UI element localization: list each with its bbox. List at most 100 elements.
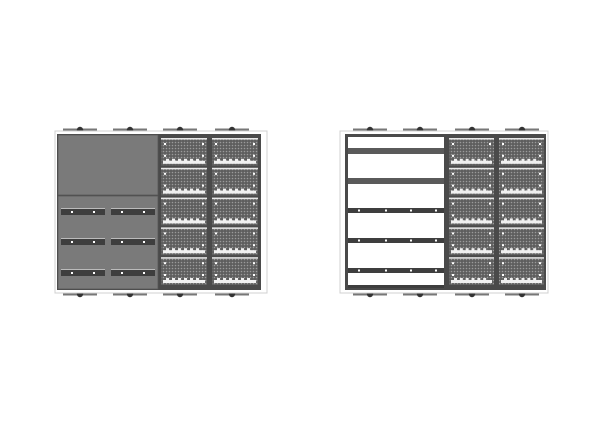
terminal-icon xyxy=(521,218,525,222)
rail-body xyxy=(111,209,155,215)
terminal-icon xyxy=(235,218,238,222)
module-top-edge xyxy=(212,227,258,229)
terminal-icon xyxy=(172,158,175,162)
terminal-icon xyxy=(190,218,193,222)
terminal-icon xyxy=(459,278,463,281)
terminal-icon xyxy=(172,248,175,252)
terminal-icon xyxy=(504,218,507,222)
terminal-icon xyxy=(217,218,220,222)
breaker-module xyxy=(212,197,258,226)
screw-icon xyxy=(410,209,412,212)
module-terminal-strip xyxy=(501,250,542,254)
terminal-icon xyxy=(504,278,507,281)
terminal-icon xyxy=(241,278,244,281)
module-terminal-strip xyxy=(214,190,256,194)
module-terminal-strip xyxy=(451,190,492,194)
screw-icon xyxy=(215,184,217,187)
rail-body xyxy=(61,239,105,245)
screw-icon xyxy=(502,172,504,175)
rail-highlight xyxy=(111,238,155,239)
terminal-icon xyxy=(454,218,457,222)
mounting-rail xyxy=(348,268,444,273)
terminal-icon xyxy=(229,158,232,162)
terminal-icon xyxy=(477,218,481,222)
screw-icon xyxy=(71,211,73,213)
terminal-icon xyxy=(515,158,519,162)
terminal-icon xyxy=(247,188,250,192)
mounting-rail xyxy=(348,238,444,243)
screw-icon xyxy=(539,172,541,175)
screw-icon xyxy=(164,274,166,276)
screw-icon xyxy=(164,214,166,217)
screw-icon xyxy=(202,262,204,265)
breaker-module xyxy=(212,257,258,285)
terminal-icon xyxy=(229,218,232,222)
screw-icon xyxy=(253,184,255,187)
rail-highlight xyxy=(111,208,155,209)
screw-icon xyxy=(502,244,504,247)
breaker-module xyxy=(212,227,258,256)
terminal-icon xyxy=(247,158,250,162)
screw-icon xyxy=(164,184,166,187)
breaker-module xyxy=(161,197,207,226)
screw-icon xyxy=(539,184,541,187)
terminal-icon xyxy=(521,158,525,162)
screw-icon xyxy=(539,274,541,276)
screw-icon xyxy=(489,202,491,205)
screw-icon xyxy=(215,154,217,157)
module-top-edge xyxy=(212,138,258,140)
screw-icon xyxy=(452,202,454,205)
terminal-icon xyxy=(172,278,175,281)
din-rail xyxy=(111,208,155,215)
screw-icon xyxy=(452,214,454,217)
terminal-icon xyxy=(527,218,531,222)
screw-icon xyxy=(410,269,412,272)
terminal-icon xyxy=(178,188,181,192)
screw-icon xyxy=(215,262,217,265)
terminal-icon xyxy=(515,188,519,192)
breaker-module xyxy=(449,138,494,166)
terminal-icon xyxy=(471,218,475,222)
breaker-module xyxy=(449,227,494,256)
terminal-icon xyxy=(483,278,487,281)
screw-icon xyxy=(253,154,255,157)
module-top-edge xyxy=(449,138,494,140)
terminal-icon xyxy=(196,218,199,222)
terminal-icon xyxy=(465,248,469,252)
bottom-rail xyxy=(348,285,444,288)
din-rail xyxy=(61,238,105,245)
screw-icon xyxy=(489,184,491,187)
din-rail xyxy=(61,269,105,276)
terminal-icon xyxy=(471,278,475,281)
module-top-edge xyxy=(161,257,207,259)
terminal-icon xyxy=(465,188,469,192)
screw-icon xyxy=(121,272,123,274)
screw-icon xyxy=(93,211,95,213)
terminal-icon xyxy=(533,218,537,222)
screw-icon xyxy=(164,244,166,247)
breaker-module xyxy=(449,197,494,226)
screw-icon xyxy=(385,239,387,242)
terminal-icon xyxy=(235,278,238,281)
mounting-rail xyxy=(348,148,444,154)
screw-icon xyxy=(539,244,541,247)
rail-body xyxy=(348,268,444,273)
module-terminal-strip xyxy=(214,220,256,224)
screw-icon xyxy=(215,172,217,175)
terminal-icon xyxy=(483,188,487,192)
terminal-icon xyxy=(477,188,481,192)
rail-body xyxy=(348,238,444,243)
screw-icon xyxy=(489,172,491,175)
screw-icon xyxy=(502,232,504,235)
screw-icon xyxy=(93,241,95,243)
screw-icon xyxy=(202,214,204,217)
module-top-edge xyxy=(161,227,207,229)
breaker-module xyxy=(161,138,207,166)
terminal-icon xyxy=(454,188,457,192)
screw-icon xyxy=(502,143,504,145)
terminal-icon xyxy=(471,158,475,162)
terminal-icon xyxy=(235,188,238,192)
terminal-icon xyxy=(190,248,193,252)
screw-icon xyxy=(143,211,145,213)
screw-icon xyxy=(539,154,541,157)
